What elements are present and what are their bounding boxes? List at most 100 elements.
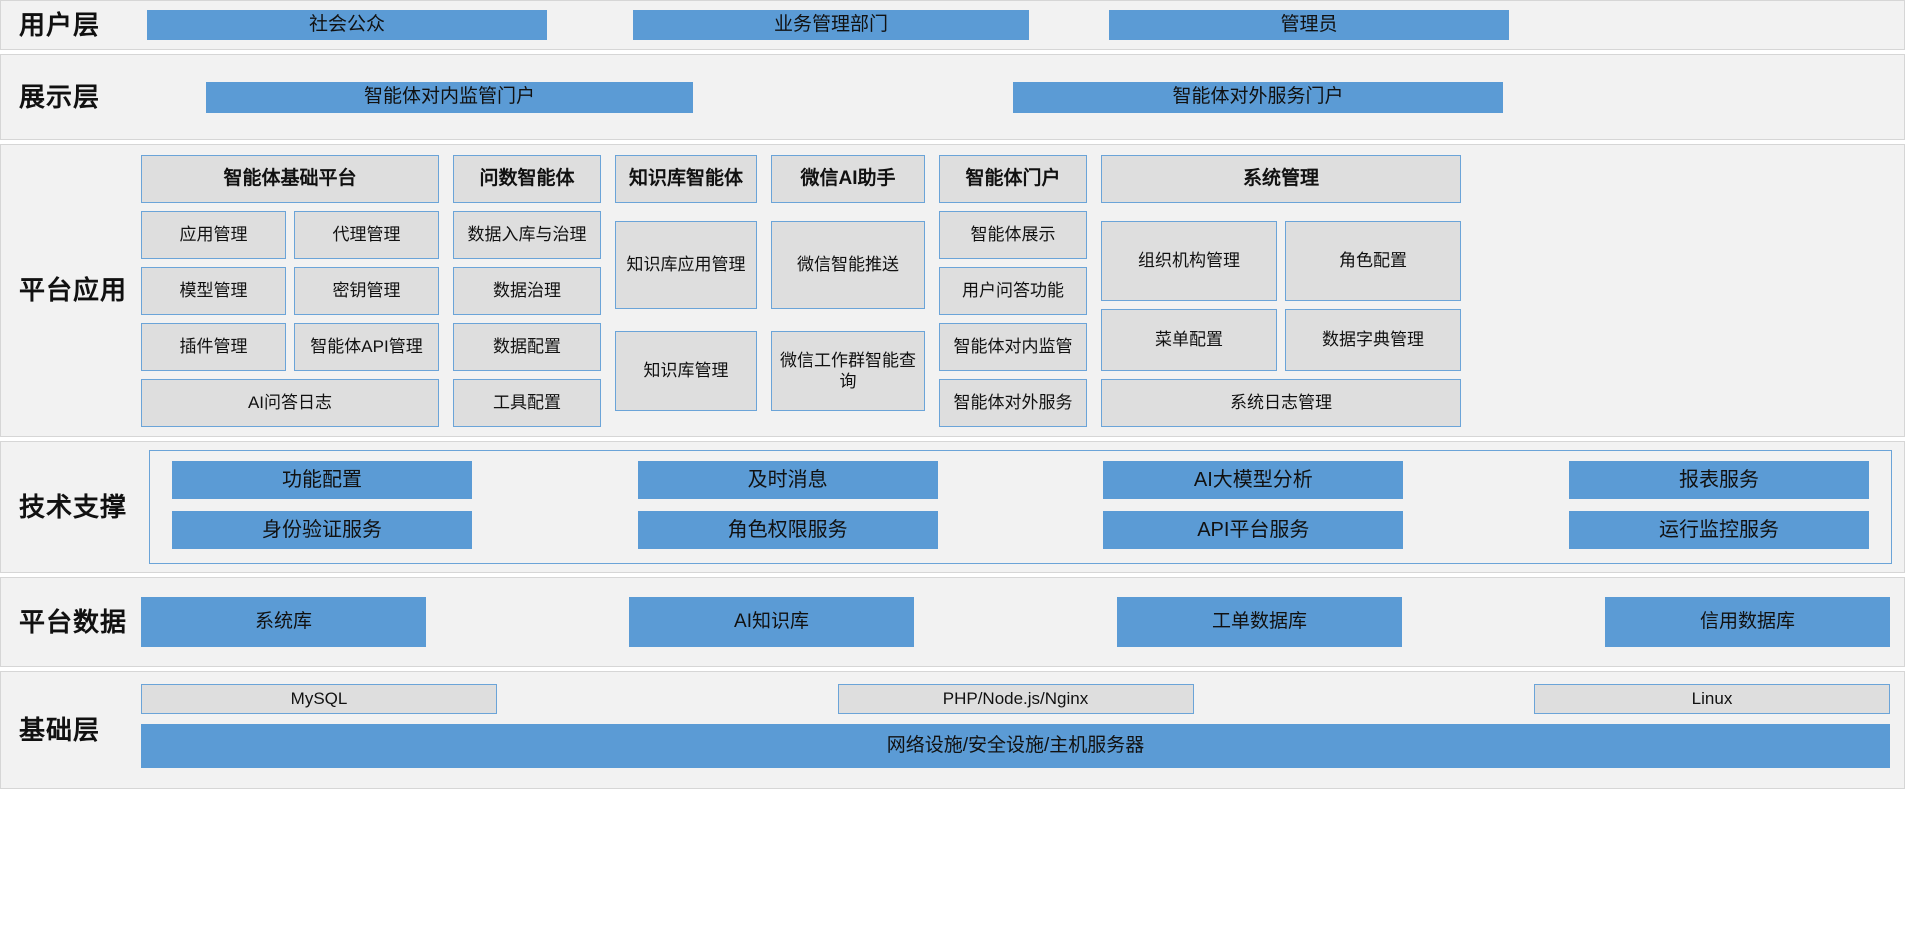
app-row: 数据入库与治理 [453,211,601,259]
app-item-tool-configuration[interactable]: 工具配置 [453,379,601,427]
layer-label-tech-support-line2: 支撑 [73,491,128,522]
tech-item-ai-llm-analysis[interactable]: AI大模型分析 [1103,461,1404,499]
layer-body-presentation: 智能体对内监管门户 智能体对外服务门户 [131,55,1904,139]
app-item-plugin-management[interactable]: 插件管理 [141,323,286,371]
tech-item-function-configuration[interactable]: 功能配置 [172,461,472,499]
app-item-agent-showcase[interactable]: 智能体展示 [939,211,1087,259]
app-row: 应用管理 代理管理 [141,211,439,259]
app-item-kb-application-management[interactable]: 知识库应用管理 [615,221,757,309]
app-item-agent-internal-supervision[interactable]: 智能体对内监管 [939,323,1087,371]
infrastructure-row-software: MySQL PHP/Node.js/Nginx Linux [141,684,1890,714]
app-item-model-management[interactable]: 模型管理 [141,267,286,315]
app-column-wechat-ai-assistant: 微信AI助手 微信智能推送 微信工作群智能查询 [771,155,925,411]
tech-item-authentication-service[interactable]: 身份验证服务 [172,511,472,549]
app-row: 用户问答功能 [939,267,1087,315]
layer-platform-data: 平台 数据 系统库 AI知识库 工单数据库 信用数据库 [0,577,1905,667]
layer-user: 用户层 社会公众 业务管理部门 管理员 [0,0,1905,50]
tech-item-runtime-monitoring-service[interactable]: 运行监控服务 [1568,511,1869,549]
app-item-wechat-group-smart-query[interactable]: 微信工作群智能查询 [771,331,925,411]
app-row: 智能体展示 [939,211,1087,259]
layer-label-presentation-line1: 展示层 [19,81,101,112]
app-item-role-configuration[interactable]: 角色配置 [1285,221,1461,301]
layer-label-platform-apps: 平台 应用 [1,145,131,436]
app-item-wechat-smart-push[interactable]: 微信智能推送 [771,221,925,309]
layer-label-infrastructure-line1: 基础层 [19,714,101,745]
tech-support-panel: 功能配置 及时消息 AI大模型分析 报表服务 身份验证服务 角色权限服务 API… [149,450,1892,564]
app-item-user-qa-function[interactable]: 用户问答功能 [939,267,1087,315]
app-row: 插件管理 智能体API管理 [141,323,439,371]
layer-infrastructure: 基础层 MySQL PHP/Node.js/Nginx Linux 网络设施/安… [0,671,1905,789]
app-item-data-ingestion-governance[interactable]: 数据入库与治理 [453,211,601,259]
app-item-kb-management[interactable]: 知识库管理 [615,331,757,411]
app-column-title-agent-base-platform[interactable]: 智能体基础平台 [141,155,439,203]
layer-platform-applications: 平台 应用 智能体基础平台 应用管理 代理管理 模型管理 密钥管理 插件管理 智… [0,144,1905,437]
app-item-agent-management[interactable]: 代理管理 [294,211,439,259]
tech-support-row-1: 功能配置 及时消息 AI大模型分析 报表服务 [172,461,1869,499]
tech-item-report-service[interactable]: 报表服务 [1568,461,1869,499]
layer-label-infrastructure: 基础层 [1,672,131,788]
tech-item-role-permission-service[interactable]: 角色权限服务 [637,511,938,549]
app-row: 智能体对内监管 [939,323,1087,371]
app-item-agent-api-management[interactable]: 智能体API管理 [294,323,439,371]
layer-label-presentation: 展示层 [1,55,131,139]
app-row: 组织机构管理 角色配置 [1101,221,1461,301]
app-item-data-governance[interactable]: 数据治理 [453,267,601,315]
layer-label-platform-apps-line2: 应用 [73,275,128,306]
tech-support-row-2: 身份验证服务 角色权限服务 API平台服务 运行监控服务 [172,511,1869,549]
app-item-data-configuration[interactable]: 数据配置 [453,323,601,371]
app-item-org-structure-management[interactable]: 组织机构管理 [1101,221,1277,301]
app-column-data-query-agent: 问数智能体 数据入库与治理 数据治理 数据配置 工具配置 [453,155,601,427]
app-row: AI问答日志 [141,379,439,427]
app-column-title-system-management[interactable]: 系统管理 [1101,155,1461,203]
app-column-title-wechat-ai-assistant[interactable]: 微信AI助手 [771,155,925,203]
app-item-application-management[interactable]: 应用管理 [141,211,286,259]
layer-label-platform-data: 平台 数据 [1,578,131,666]
data-box-work-order-db[interactable]: 工单数据库 [1117,597,1402,647]
infra-item-network-security-host-servers[interactable]: 网络设施/安全设施/主机服务器 [141,724,1890,768]
layer-label-tech-support: 技术 支撑 [1,442,131,572]
infra-item-php-node-nginx[interactable]: PHP/Node.js/Nginx [837,684,1194,714]
app-row: 模型管理 密钥管理 [141,267,439,315]
app-item-system-log-management[interactable]: 系统日志管理 [1101,379,1461,427]
tech-item-api-platform-service[interactable]: API平台服务 [1103,511,1404,549]
layer-label-user: 用户层 [1,1,131,49]
layer-tech-support: 技术 支撑 功能配置 及时消息 AI大模型分析 报表服务 身份验证服务 角色权限… [0,441,1905,573]
layer-label-tech-support-line1: 技术 [19,491,74,522]
app-row: 系统日志管理 [1101,379,1461,427]
data-box-system-db[interactable]: 系统库 [141,597,426,647]
app-item-key-management[interactable]: 密钥管理 [294,267,439,315]
layer-label-platform-apps-line1: 平台 [19,275,74,306]
presentation-box-external-portal[interactable]: 智能体对外服务门户 [1013,81,1503,113]
layer-label-user-line1: 用户层 [19,9,101,40]
layer-presentation: 展示层 智能体对内监管门户 智能体对外服务门户 [0,54,1905,140]
app-item-agent-external-service[interactable]: 智能体对外服务 [939,379,1087,427]
infra-item-mysql[interactable]: MySQL [141,684,497,714]
user-box-business-dept[interactable]: 业务管理部门 [633,10,1029,40]
user-box-public[interactable]: 社会公众 [147,10,547,40]
app-row: 工具配置 [453,379,601,427]
layer-body-platform-data: 系统库 AI知识库 工单数据库 信用数据库 [131,578,1904,666]
presentation-box-internal-portal[interactable]: 智能体对内监管门户 [206,81,693,113]
app-item-data-dictionary-management[interactable]: 数据字典管理 [1285,309,1461,371]
data-box-ai-knowledge-db[interactable]: AI知识库 [629,597,914,647]
infrastructure-panel: MySQL PHP/Node.js/Nginx Linux 网络设施/安全设施/… [131,672,1904,788]
app-column-title-knowledge-base-agent[interactable]: 知识库智能体 [615,155,757,203]
infra-item-linux[interactable]: Linux [1534,684,1890,714]
app-column-title-agent-portal[interactable]: 智能体门户 [939,155,1087,203]
layer-label-platform-data-line2: 数据 [73,606,128,637]
app-column-title-data-query-agent[interactable]: 问数智能体 [453,155,601,203]
app-column-agent-base-platform: 智能体基础平台 应用管理 代理管理 模型管理 密钥管理 插件管理 智能体API管… [141,155,439,427]
app-column-knowledge-base-agent: 知识库智能体 知识库应用管理 知识库管理 [615,155,757,411]
layer-label-platform-data-line1: 平台 [19,606,74,637]
user-box-admin[interactable]: 管理员 [1109,10,1509,40]
app-column-agent-portal: 智能体门户 智能体展示 用户问答功能 智能体对内监管 智能体对外服务 [939,155,1087,427]
infrastructure-row-hardware: 网络设施/安全设施/主机服务器 [141,724,1890,768]
app-item-ai-qa-log[interactable]: AI问答日志 [141,379,439,427]
data-box-credit-db[interactable]: 信用数据库 [1605,597,1890,647]
app-row: 菜单配置 数据字典管理 [1101,309,1461,371]
tech-item-instant-messaging[interactable]: 及时消息 [637,461,938,499]
app-row: 智能体对外服务 [939,379,1087,427]
app-column-system-management: 系统管理 组织机构管理 角色配置 菜单配置 数据字典管理 系统日志管理 [1101,155,1461,427]
app-item-menu-configuration[interactable]: 菜单配置 [1101,309,1277,371]
